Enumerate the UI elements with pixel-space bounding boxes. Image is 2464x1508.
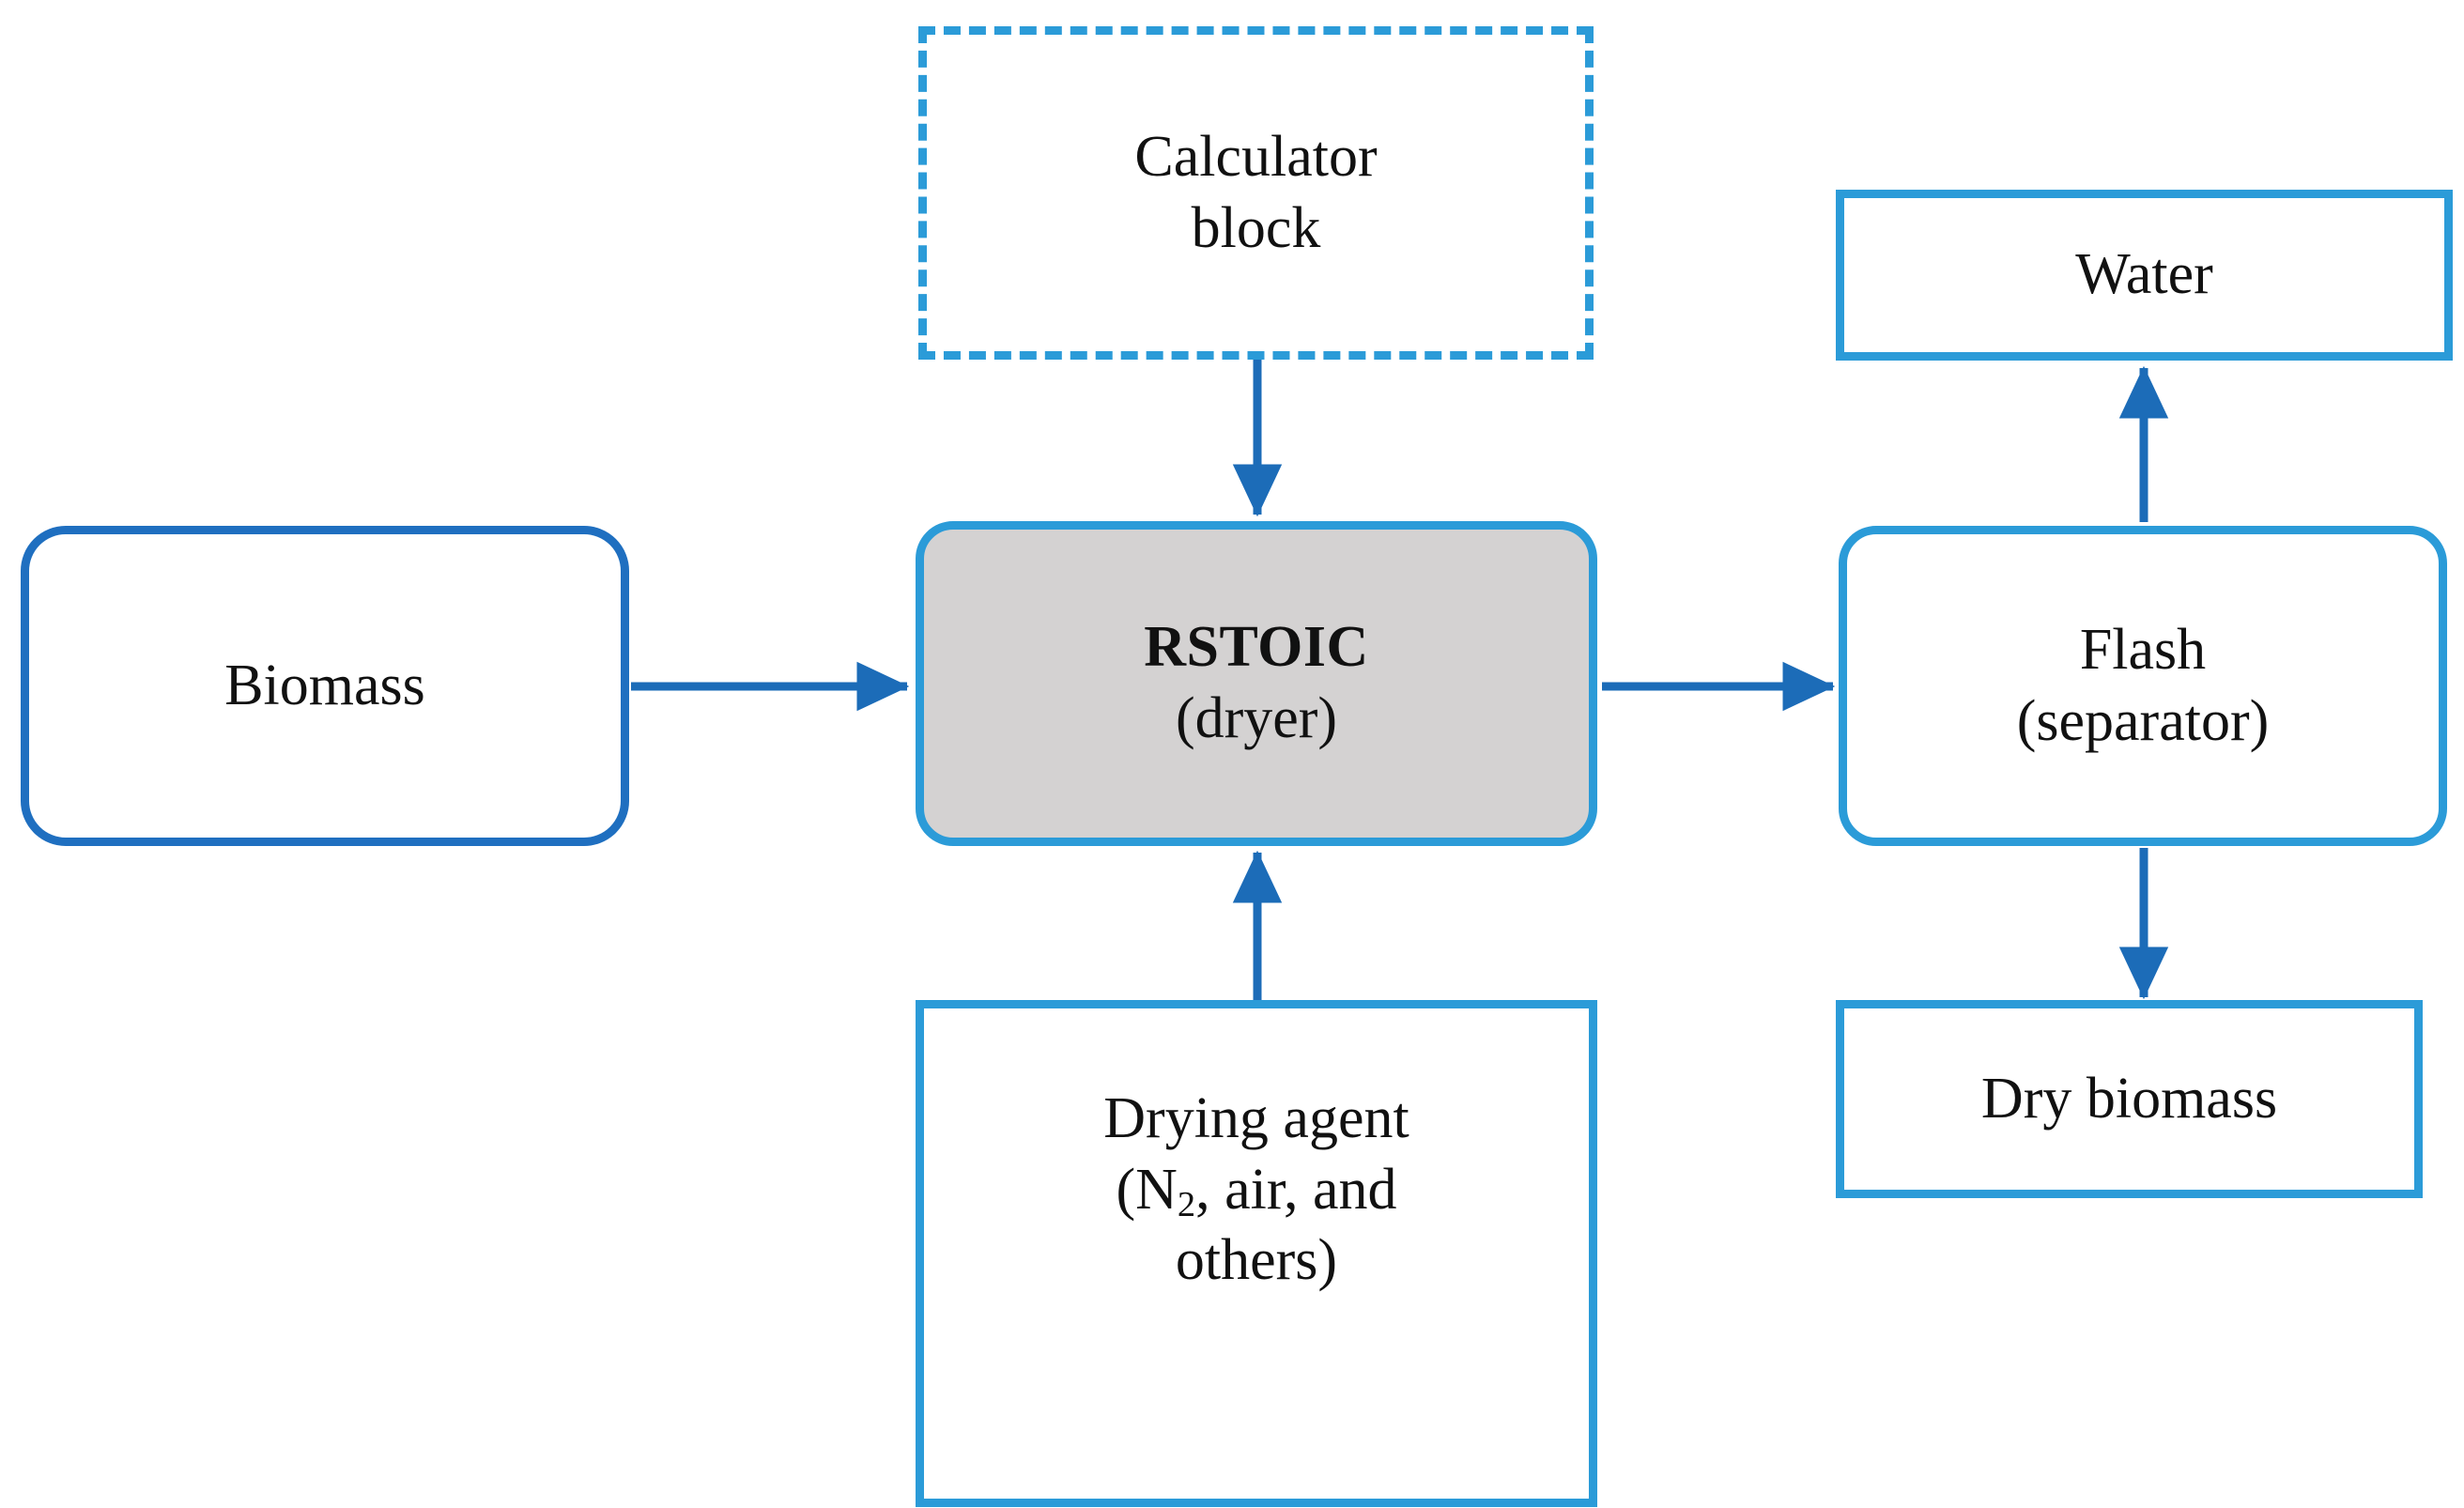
drying-agent-label-line2: (N2, air, and <box>1116 1155 1396 1226</box>
drying-agent-line2-subscript: 2 <box>1177 1185 1196 1225</box>
biomass-node[interactable]: Biomass <box>21 526 629 846</box>
water-label: Water <box>2075 242 2213 307</box>
flash-separator-node[interactable]: Flash (separator) <box>1839 526 2447 846</box>
water-node[interactable]: Water <box>1836 190 2453 361</box>
biomass-label: Biomass <box>224 653 425 717</box>
rstoic-dryer-node[interactable]: RSTOIC (dryer) <box>916 521 1597 846</box>
rstoic-sublabel: (dryer) <box>1175 686 1338 750</box>
calculator-block-label-line2: block <box>1191 195 1321 260</box>
drying-agent-line2-suffix: , air, and <box>1195 1157 1397 1222</box>
flash-label: Flash <box>2079 617 2207 682</box>
dry-biomass-label: Dry biomass <box>1980 1066 2278 1131</box>
calculator-block-node[interactable]: Calculator block <box>918 26 1594 360</box>
flash-sublabel: (separator) <box>2016 688 2270 753</box>
drying-agent-label-line3: others) <box>1175 1228 1338 1293</box>
calculator-block-label-line1: Calculator <box>1134 124 1378 189</box>
drying-agent-node[interactable]: Drying agent (N2, air, and others) <box>916 1000 1597 1507</box>
rstoic-label: RSTOIC <box>1144 615 1369 680</box>
drying-agent-label-line1: Drying agent <box>1103 1086 1409 1150</box>
drying-agent-line2-prefix: (N <box>1116 1157 1178 1222</box>
dry-biomass-node[interactable]: Dry biomass <box>1836 1000 2423 1198</box>
